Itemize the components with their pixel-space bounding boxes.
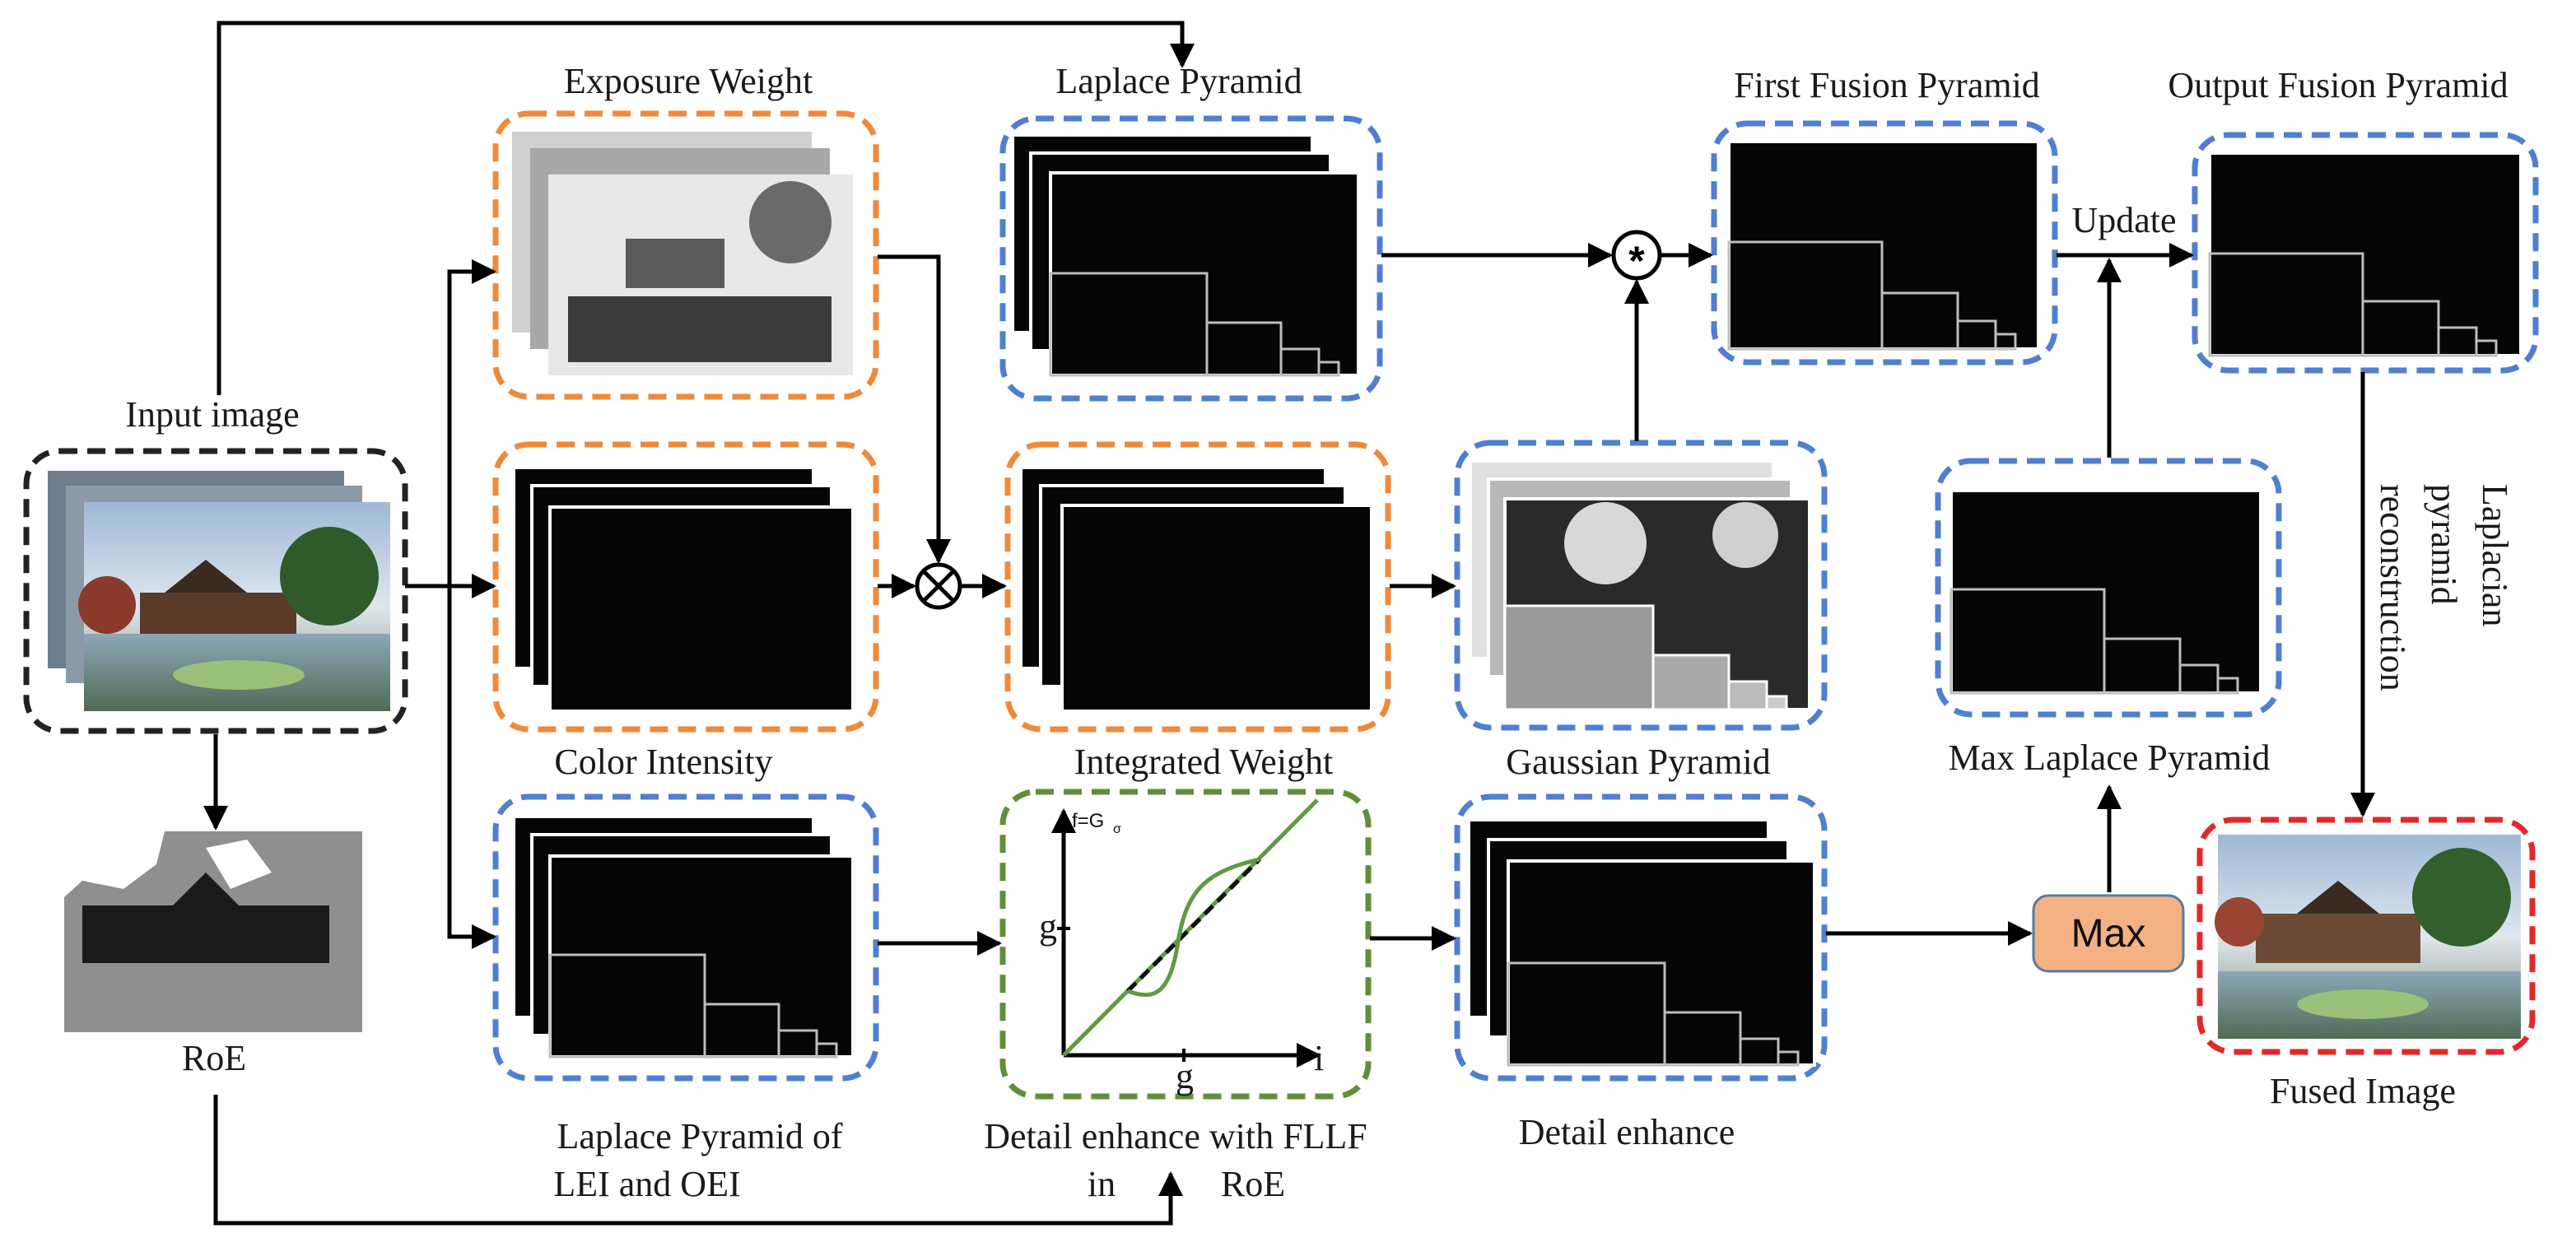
- output-fusion-pyramid-group: Output Fusion Pyramid: [2168, 65, 2539, 374]
- max-laplace-pyramid-level-4: [2216, 677, 2239, 695]
- gaussian-pyramid-level-4: [1765, 695, 1788, 711]
- output-fusion-pyramid-box: [2192, 132, 2539, 374]
- first-fusion-pyramid-group: First Fusion Pyramid: [1711, 65, 2058, 365]
- output-fusion-pyramid-label: Output Fusion Pyramid: [2168, 65, 2508, 105]
- fuse-operator: *: [1611, 230, 1662, 284]
- input-image-label: Input image: [125, 394, 299, 435]
- roe-group: RoE: [64, 831, 362, 1078]
- max-laplace-pyramid-group: Max Laplace Pyramid: [1935, 458, 2282, 778]
- max-block: Max: [2032, 894, 2185, 973]
- output-fusion-pyramid-level-4: [2475, 339, 2498, 357]
- fllf-g-y-label: g: [1039, 906, 1057, 947]
- fllf-g-x-label: g: [1176, 1056, 1194, 1096]
- max-laplace-pyramid-label: Max Laplace Pyramid: [1949, 737, 2271, 778]
- laplace-pyramid-box: [999, 115, 1383, 402]
- fllf-identity-line: [1062, 798, 1319, 1057]
- max-block-rect: [2032, 894, 2185, 973]
- color-intensity-label: Color Intensity: [554, 742, 772, 782]
- arrow-exposure-to-multiply: [878, 254, 951, 564]
- exposure-weight-group: Exposure Weight: [492, 61, 879, 400]
- fllf-sigma: σ: [1113, 822, 1121, 836]
- update-label: Update: [2071, 200, 2176, 240]
- fuse-operator-symbol: *: [1628, 238, 1645, 284]
- arrow-input-to-laplace: [217, 21, 1195, 395]
- detail-enhance-level-4: [1777, 1050, 1800, 1067]
- fused-image-box: [2196, 817, 2536, 1055]
- laplace-pyramid-level-4: [1317, 361, 1340, 377]
- gaussian-pyramid-level-1: [1503, 604, 1655, 711]
- roe-label: RoE: [182, 1038, 246, 1078]
- gaussian-pyramid-box: [1454, 440, 1828, 731]
- laplace-lei-oei-map: [548, 854, 855, 1059]
- color-intensity-box: [492, 441, 879, 733]
- max-block-label: Max: [2071, 912, 2146, 956]
- arrows: [203, 21, 2375, 1226]
- first-fusion-pyramid-map: [1727, 140, 2040, 351]
- reconstruction-label-line2: pyramid: [2424, 484, 2464, 605]
- reconstruction-label: Laplacian pyramid reconstruction: [2373, 484, 2515, 691]
- detail-enhance-group: Detail enhance: [1454, 793, 1828, 1152]
- reconstruction-label-line3: reconstruction: [2373, 484, 2413, 691]
- gaussian-pyramid-group: Gaussian Pyramid: [1454, 440, 1828, 782]
- fllf-label-line3: RoE: [1221, 1164, 1285, 1204]
- fllf-label-line2: in: [1088, 1164, 1116, 1204]
- first-fusion-pyramid-label: First Fusion Pyramid: [1734, 65, 2040, 105]
- gaussian-pyramid-level-2: [1651, 654, 1731, 711]
- fllf-curve: [1127, 857, 1260, 998]
- laplace-lei-oei-group: Laplace Pyramid of LEI and OEI: [492, 793, 879, 1204]
- max-laplace-pyramid-box: [1935, 458, 2282, 718]
- integrated-weight-box: [1004, 441, 1391, 733]
- laplace-pyramid-label: Laplace Pyramid: [1055, 61, 1302, 101]
- detail-enhance-label: Detail enhance: [1519, 1112, 1735, 1152]
- first-fusion-pyramid-level-4: [1994, 333, 2017, 351]
- laplace-lei-oei-level-4: [815, 1042, 838, 1059]
- arrow-roe-to-fllf: [213, 1095, 1183, 1226]
- arrow-input-to-exposure: [447, 259, 496, 586]
- input-image-group: Input image: [23, 394, 408, 734]
- reconstruction-label-line1: Laplacian: [2475, 484, 2515, 626]
- detail-enhance-box: [1454, 793, 1828, 1082]
- integrated-weight-label: Integrated Weight: [1074, 742, 1334, 782]
- max-laplace-pyramid-map: [1949, 489, 2262, 695]
- arrow-input-to-lei-oei: [447, 586, 496, 949]
- input-image-box: [23, 448, 408, 734]
- fllf-i-label: i: [1314, 1038, 1324, 1078]
- integrated-weight-group: Integrated Weight: [1004, 441, 1391, 782]
- color-intensity-map: [548, 505, 855, 713]
- fllf-box: [999, 789, 1372, 1100]
- fused-image-group: Fused Image: [2196, 817, 2536, 1111]
- gaussian-pyramid-level-3: [1727, 680, 1768, 711]
- laplace-lei-oei-label-line2: LEI and OEI: [553, 1164, 740, 1204]
- fllf-group: f=G σ g g i Detail enhance with FLLF in …: [984, 789, 1372, 1204]
- fused-image-photo: [2215, 835, 2521, 1039]
- laplace-lei-oei-label-line1: Laplace Pyramid of: [557, 1116, 843, 1156]
- fused-image-label: Fused Image: [2270, 1071, 2456, 1111]
- first-fusion-pyramid-box: [1711, 120, 2058, 365]
- fllf-dashed-line: [1126, 858, 1261, 993]
- gaussian-pyramid-label: Gaussian Pyramid: [1506, 742, 1770, 782]
- fllf-label-line1: Detail enhance with FLLF: [984, 1116, 1367, 1156]
- multiply-operator: [915, 562, 962, 610]
- laplace-pyramid-group: Laplace Pyramid: [999, 61, 1383, 402]
- fllf-f-label: f=G: [1072, 810, 1104, 832]
- exposure-weight-box: [492, 110, 879, 400]
- input-image-photo: [78, 502, 390, 711]
- exposure-weight-label: Exposure Weight: [564, 61, 813, 101]
- integrated-weight-map: [1060, 504, 1373, 713]
- color-intensity-group: Color Intensity: [492, 441, 879, 782]
